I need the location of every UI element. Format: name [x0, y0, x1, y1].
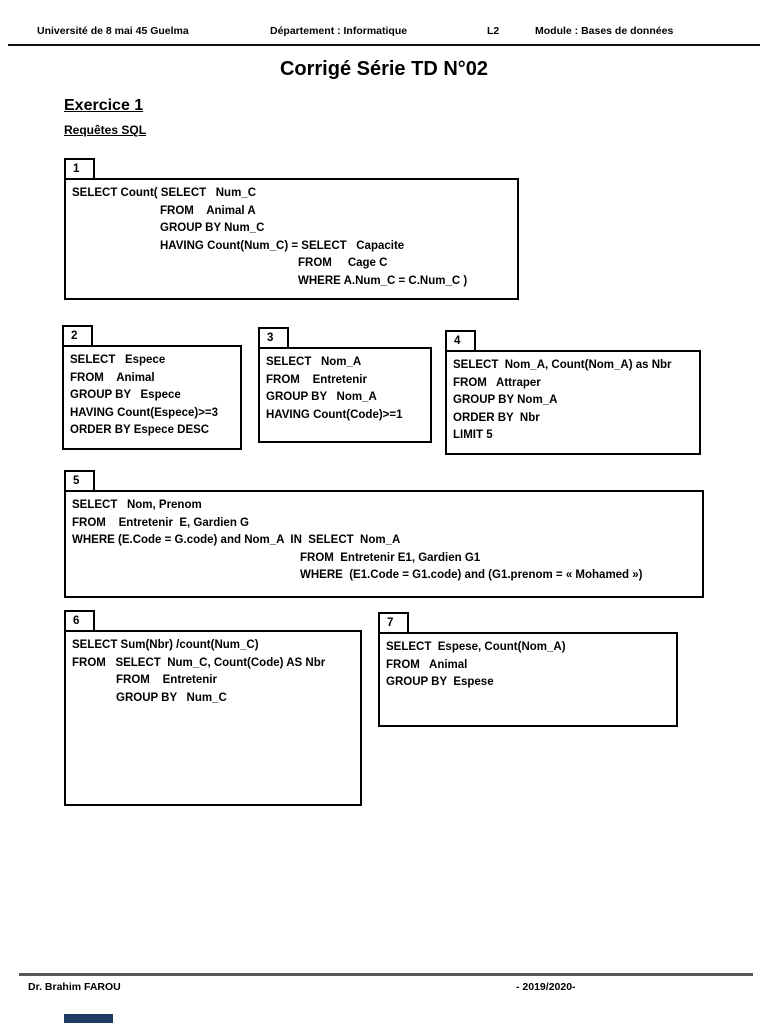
sql-line: SELECT Count( SELECT Num_C — [72, 187, 256, 199]
sql-line: HAVING Count(Num_C) = SELECT Capacite — [160, 239, 405, 252]
query-number-tab: 7 — [378, 612, 409, 634]
sql-line: GROUP BY Num_C — [116, 691, 227, 704]
footer-rule — [19, 973, 753, 976]
sql-line: FROM Animal — [386, 658, 468, 671]
sql-line: GROUP BY Espese — [386, 676, 494, 688]
query-sql-box: SELECT Count( SELECT Num_C FROM Animal A G… — [64, 178, 519, 300]
sql-line: FROM Cage C — [298, 257, 388, 269]
sql-line: SELECT Nom_A, Count(Nom_A) as Nbr — [453, 359, 672, 371]
sql-line: GROUP BY Nom_A — [266, 391, 377, 403]
sql-line: FROM Animal — [70, 371, 155, 384]
query-block-7: 7 SELECT Espese, Count(Nom_A) FROM Animal… — [378, 612, 678, 727]
header-department: Département : Informatique — [270, 25, 408, 37]
sql-line: SELECT Sum(Nbr) /count(Num_C) — [72, 639, 259, 651]
exercise-heading: Exercice 1 — [64, 97, 144, 114]
query-number-tab: 6 — [64, 610, 95, 632]
sql-line: HAVING Count(Code)>=1 — [266, 408, 403, 421]
header-university: Université de 8 mai 45 Guelma — [37, 25, 189, 37]
sql-line: WHERE (E1.Code = G1.code) and (G1.prenom… — [300, 569, 643, 581]
sql-line: GROUP BY Nom_A — [453, 394, 558, 406]
sql-line: ORDER BY Nbr — [453, 411, 540, 424]
sql-line: GROUP BY Espece — [70, 389, 181, 401]
query-block-6: 6 SELECT Sum(Nbr) /count(Num_C) FROM SELE… — [64, 610, 362, 806]
header-level: L2 — [487, 25, 500, 37]
query-block-1: 1 SELECT Count( SELECT Num_C FROM Animal … — [64, 158, 519, 300]
sql-line: GROUP BY Num_C — [160, 222, 265, 234]
sql-line: SELECT Espese, Count(Nom_A) — [386, 641, 566, 653]
page-title: Corrigé Série TD N°02 — [279, 58, 489, 80]
sql-line: SELECT Nom, Prenom — [72, 499, 202, 511]
sql-line: WHERE (E.Code = G.code) and Nom_A IN SEL… — [72, 534, 401, 546]
exercise-subheading: Requêtes SQL — [64, 123, 147, 137]
header-module: Module : Bases de données — [535, 25, 674, 37]
sql-line: ORDER BY Espece DESC — [70, 424, 210, 436]
query-number-tab: 5 — [64, 470, 95, 492]
footer-year: - 2019/2020- — [516, 981, 576, 993]
header-rule — [8, 44, 760, 46]
sql-line: FROM Entretenir — [116, 674, 217, 686]
query-number-tab: 3 — [258, 327, 289, 349]
sql-line: FROM Animal A — [160, 204, 256, 217]
query-sql-box: SELECT Sum(Nbr) /count(Num_C) FROM SELECT… — [64, 630, 362, 806]
sql-line: FROM Entretenir — [266, 373, 367, 386]
query-number-tab: 1 — [64, 158, 95, 180]
sql-line: HAVING Count(Espece)>=3 — [70, 406, 219, 419]
sql-line: LIMIT 5 — [453, 429, 493, 441]
query-number-tab: 2 — [62, 325, 93, 347]
query-number-tab: 4 — [445, 330, 476, 352]
bottom-accent-bar — [64, 1014, 113, 1023]
sql-line: SELECT Nom_A — [266, 356, 362, 368]
sql-line: SELECT Espece — [70, 354, 166, 366]
sql-line: FROM Entretenir E1, Gardien G1 — [300, 551, 481, 564]
sql-line: WHERE A.Num_C = C.Num_C ) — [298, 274, 468, 287]
sql-line: FROM Entretenir E, Gardien G — [72, 516, 249, 529]
footer-author: Dr. Brahim FAROU — [28, 981, 121, 993]
sql-line: FROM Attraper — [453, 376, 541, 389]
sql-line: FROM SELECT Num_C, Count(Code) AS Nbr — [72, 656, 326, 669]
